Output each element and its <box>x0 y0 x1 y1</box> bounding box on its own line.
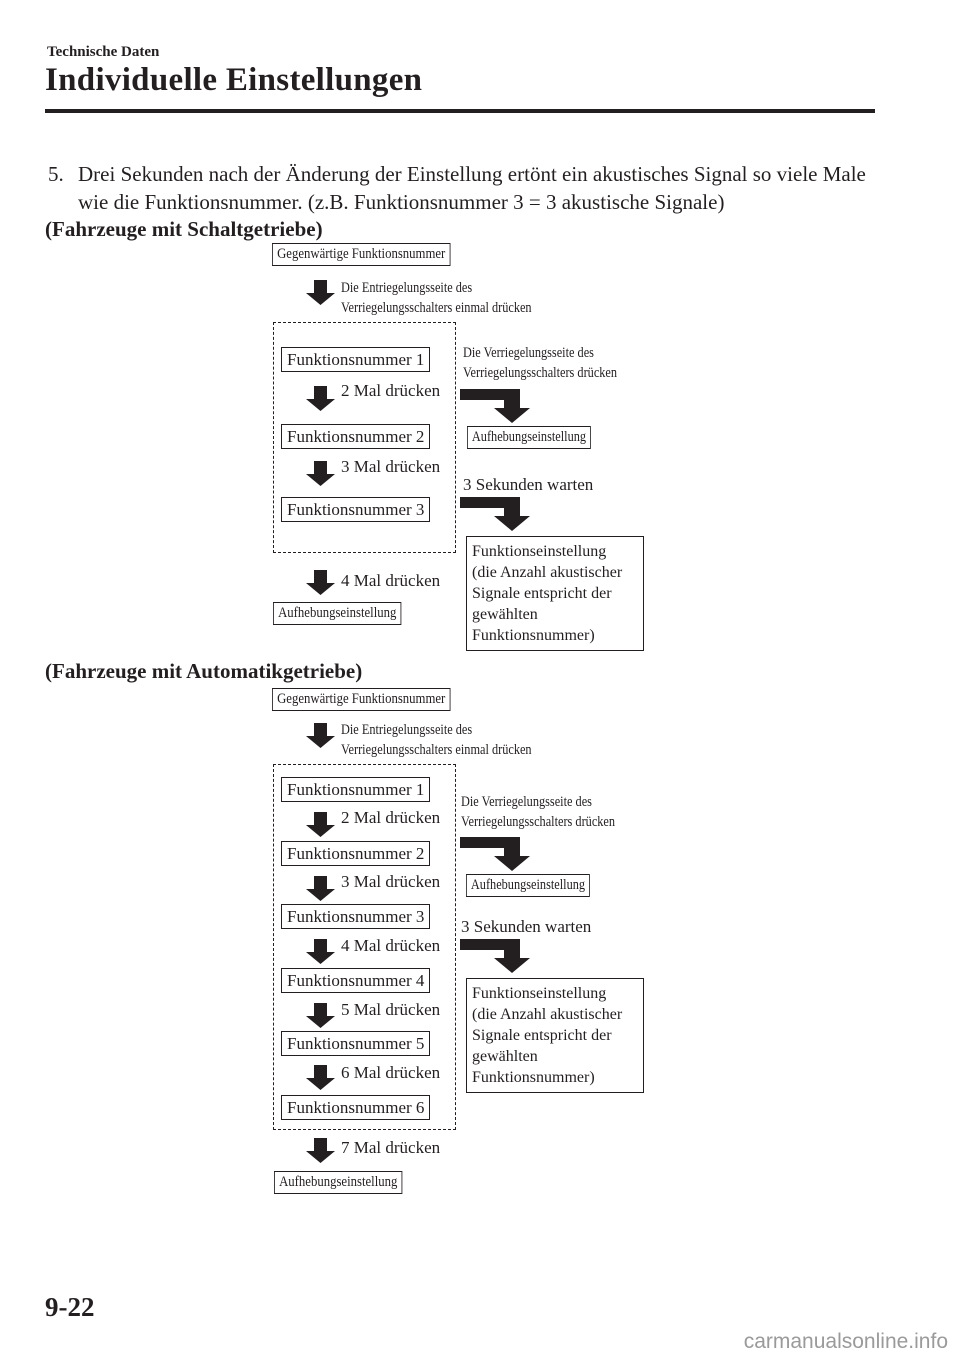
automatic-result-line-4: gewählten <box>472 1048 538 1065</box>
automatic-function-setting-box: Funktionseinstellung (die Anzahl akustis… <box>466 978 644 1093</box>
manual-lock-result-box: Aufhebungseinstellung <box>467 426 591 449</box>
manual-result-line-4: gewählten <box>472 606 538 623</box>
down-arrow-icon <box>306 570 335 595</box>
automatic-press-7: 7 Mal drücken <box>341 1138 441 1157</box>
manual-function-setting-box: Funktionseinstellung (die Anzahl akustis… <box>466 536 644 651</box>
step-text: Drei Sekunden nach der Änderung der Eins… <box>78 162 866 214</box>
watermark: carmanualsonline.info <box>743 1330 948 1353</box>
title-divider <box>45 109 875 113</box>
automatic-result-line-1: Funktionseinstellung <box>472 985 607 1002</box>
automatic-function-group <box>273 764 456 1130</box>
automatic-press-6: 6 Mal drücken <box>341 1063 441 1082</box>
down-arrow-icon <box>306 939 335 964</box>
manual-result-line-3: Signale entspricht der <box>472 585 612 602</box>
right-down-arrow-icon <box>460 939 530 973</box>
manual-unlock-instruction: Die Entriegelungsseite des Verriegelungs… <box>341 278 532 318</box>
manual-heading: (Fahrzeuge mit Schaltgetriebe) <box>45 217 323 241</box>
down-arrow-icon <box>306 876 335 901</box>
right-down-arrow-icon <box>460 837 530 871</box>
right-down-arrow-icon <box>460 497 530 531</box>
page-number: 9-22 <box>45 1292 95 1322</box>
down-arrow-icon <box>306 1065 335 1090</box>
automatic-function-3: Funktionsnummer 3 <box>281 904 431 929</box>
down-arrow-icon <box>306 280 335 305</box>
automatic-function-6: Funktionsnummer 6 <box>281 1095 431 1120</box>
automatic-press-5: 5 Mal drücken <box>341 1000 441 1019</box>
automatic-function-4: Funktionsnummer 4 <box>281 968 431 993</box>
down-arrow-icon <box>306 1003 335 1028</box>
manual-press-2: 2 Mal drücken <box>341 381 441 400</box>
automatic-lock-instruction: Die Verriegelungsseite des Verriegelungs… <box>461 792 615 832</box>
manual-function-3: Funktionsnummer 3 <box>281 497 431 522</box>
manual-function-group <box>273 322 456 553</box>
automatic-unlock-line-1: Die Entriegelungsseite des <box>341 722 473 738</box>
manual-result-line-1: Funktionseinstellung <box>472 543 607 560</box>
automatic-press-3: 3 Mal drücken <box>341 872 441 891</box>
automatic-result-line-3: Signale entspricht der <box>472 1027 612 1044</box>
automatic-cancel-box: Aufhebungseinstellung <box>274 1171 403 1194</box>
manual-unlock-line-2: Verriegelungsschalters einmal drücken <box>341 300 532 316</box>
down-arrow-icon <box>306 461 335 486</box>
manual-press-3: 3 Mal drücken <box>341 457 441 476</box>
down-arrow-icon <box>306 723 335 748</box>
automatic-function-5: Funktionsnummer 5 <box>281 1031 431 1056</box>
automatic-unlock-line-2: Verriegelungsschalters einmal drücken <box>341 742 532 758</box>
manual-unlock-line-1: Die Entriegelungsseite des <box>341 280 473 296</box>
manual-lock-line-1: Die Verriegelungsseite des <box>463 345 594 361</box>
automatic-result-line-2: (die Anzahl akustischer <box>472 1006 623 1023</box>
manual-lock-line-2: Verriegelungsschalters drücken <box>463 365 618 381</box>
automatic-current-function-box: Gegenwärtige Funktionsnummer <box>272 688 451 711</box>
manual-result-line-5: Funktionsnummer) <box>472 627 595 644</box>
manual-press-4: 4 Mal drücken <box>341 571 441 590</box>
automatic-lock-result-box: Aufhebungseinstellung <box>466 874 590 897</box>
automatic-wait: 3 Sekunden warten <box>461 917 592 936</box>
automatic-function-2: Funktionsnummer 2 <box>281 841 431 866</box>
manual-lock-instruction: Die Verriegelungsseite des Verriegelungs… <box>463 343 617 383</box>
step-number: 5. <box>48 162 64 186</box>
page-title: Individuelle Einstellungen <box>45 62 423 98</box>
section-label: Technische Daten <box>47 44 160 60</box>
manual-wait: 3 Sekunden warten <box>463 475 594 494</box>
automatic-press-2: 2 Mal drücken <box>341 808 441 827</box>
automatic-result-line-5: Funktionsnummer) <box>472 1069 595 1086</box>
down-arrow-icon <box>306 1138 335 1163</box>
down-arrow-icon <box>306 386 335 411</box>
manual-function-2: Funktionsnummer 2 <box>281 424 431 449</box>
automatic-unlock-instruction: Die Entriegelungsseite des Verriegelungs… <box>341 720 532 760</box>
automatic-lock-line-1: Die Verriegelungsseite des <box>461 794 592 810</box>
down-arrow-icon <box>306 812 335 837</box>
automatic-heading: (Fahrzeuge mit Automatikgetriebe) <box>45 659 363 683</box>
right-down-arrow-icon <box>460 389 530 423</box>
manual-current-function-box: Gegenwärtige Funktionsnummer <box>272 243 451 266</box>
automatic-lock-line-2: Verriegelungsschalters drücken <box>461 814 616 830</box>
automatic-function-1: Funktionsnummer 1 <box>281 777 431 802</box>
manual-function-1: Funktionsnummer 1 <box>281 347 431 372</box>
manual-result-line-2: (die Anzahl akustischer <box>472 564 623 581</box>
manual-cancel-box: Aufhebungseinstellung <box>273 602 402 625</box>
automatic-press-4: 4 Mal drücken <box>341 936 441 955</box>
